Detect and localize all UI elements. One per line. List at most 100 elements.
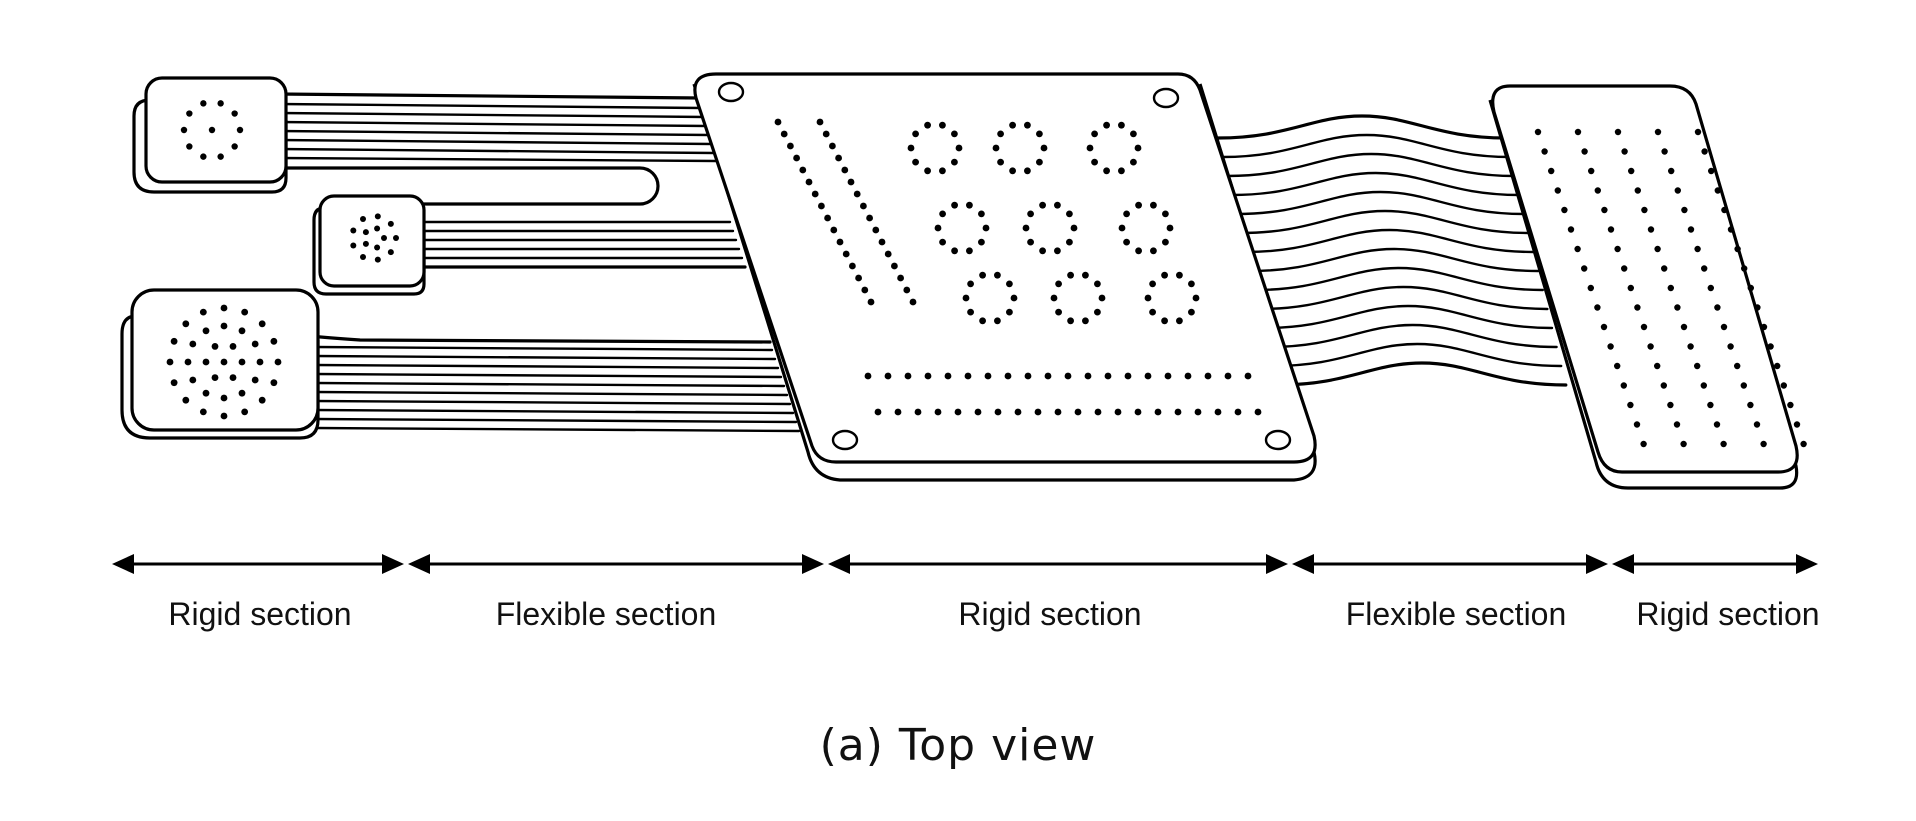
via-dot xyxy=(270,337,278,345)
via-dot xyxy=(1103,121,1110,129)
via-dot xyxy=(829,142,836,150)
via-dot xyxy=(1787,401,1794,409)
via-dot xyxy=(1661,148,1668,155)
left-flexible-section xyxy=(276,92,801,433)
via-dot xyxy=(362,229,369,236)
via-dot xyxy=(258,320,266,328)
via-dot xyxy=(780,130,788,138)
via-dot xyxy=(1760,440,1767,448)
via-dot xyxy=(220,304,228,312)
via-dot xyxy=(1010,294,1018,302)
via-dot xyxy=(1627,401,1634,409)
via-dot xyxy=(1707,284,1715,292)
arrowhead-right xyxy=(382,554,404,574)
via-dot xyxy=(1006,308,1013,316)
section-label-flexible-1: Flexible section xyxy=(496,596,717,632)
arrowhead-right xyxy=(1586,554,1608,574)
via-dot xyxy=(231,143,238,150)
via-dot xyxy=(951,130,958,138)
via-dot xyxy=(1094,280,1101,288)
via-dot xyxy=(849,262,856,270)
via-dot xyxy=(939,238,946,246)
via-dot xyxy=(1114,408,1122,416)
via-dot xyxy=(924,167,931,175)
via-dot xyxy=(1104,372,1112,380)
via-dot xyxy=(1607,226,1615,233)
via-dot xyxy=(1176,317,1183,325)
via-dot xyxy=(860,202,867,210)
via-dot xyxy=(1753,421,1761,428)
via-dot xyxy=(1130,130,1137,138)
flex-trace-wavy xyxy=(1272,342,1563,368)
via-dot xyxy=(1747,401,1754,409)
via-dot xyxy=(374,256,381,263)
via-dot xyxy=(974,408,982,416)
via-dot xyxy=(200,100,207,107)
via-dot xyxy=(1050,294,1058,302)
via-dot xyxy=(1800,440,1807,448)
section-dimension-arrows xyxy=(112,554,1818,574)
via-dot xyxy=(992,144,1000,152)
via-dot xyxy=(1654,245,1661,253)
via-dot xyxy=(912,158,919,166)
via-dot xyxy=(231,110,238,117)
via-dot xyxy=(944,372,952,380)
via-dot xyxy=(967,280,974,288)
via-dot xyxy=(208,126,216,134)
via-dot xyxy=(229,343,237,350)
via-dot xyxy=(1134,408,1142,416)
via-dot xyxy=(1098,294,1106,302)
via-dot xyxy=(811,190,819,198)
flex-traces-bottom xyxy=(308,334,801,433)
via-dot xyxy=(1680,323,1688,331)
via-dot xyxy=(374,225,381,232)
via-dot xyxy=(891,262,898,270)
via-dot xyxy=(229,374,237,381)
via-dot xyxy=(170,379,178,387)
via-dot xyxy=(1036,158,1043,166)
via-dot xyxy=(1034,408,1042,416)
via-dot xyxy=(374,244,381,251)
via-dot xyxy=(189,340,197,348)
via-dot xyxy=(1130,158,1137,166)
via-dot xyxy=(1144,372,1152,380)
via-dot xyxy=(1721,206,1728,214)
pad-contact-array xyxy=(166,304,282,420)
via-dot xyxy=(907,144,915,152)
via-dot xyxy=(1054,201,1061,209)
arrowhead-left xyxy=(112,554,134,574)
via-dot xyxy=(1086,144,1094,152)
flex-trace-wavy xyxy=(1239,209,1531,235)
via-dot xyxy=(897,274,904,282)
via-dot xyxy=(903,286,911,294)
via-dot xyxy=(166,358,174,366)
flex-trace-wavy xyxy=(1258,285,1549,311)
via-dot xyxy=(1149,280,1156,288)
via-dot xyxy=(878,238,886,246)
via-dot xyxy=(170,337,178,345)
via-dot xyxy=(966,247,973,255)
via-dot xyxy=(1194,408,1202,416)
via-dot xyxy=(909,298,917,306)
via-dot xyxy=(1074,408,1082,416)
via-dot xyxy=(251,340,259,348)
via-dot xyxy=(951,201,958,209)
via-dot xyxy=(1700,382,1708,389)
via-dot xyxy=(1727,226,1735,233)
via-dot xyxy=(1192,294,1200,302)
via-dot xyxy=(842,250,850,258)
via-dot xyxy=(904,372,912,380)
via-dot xyxy=(1720,440,1727,448)
mounting-hole xyxy=(1264,429,1292,451)
via-dot xyxy=(200,153,207,160)
via-dot xyxy=(211,374,219,381)
via-dot xyxy=(1548,167,1555,175)
via-dot xyxy=(1694,362,1701,370)
via-dot xyxy=(934,224,942,232)
via-dot xyxy=(1067,317,1074,325)
flex-trace-wavy xyxy=(1262,304,1554,330)
via-dot xyxy=(793,154,800,162)
via-dot xyxy=(1150,247,1157,255)
via-dot xyxy=(1594,187,1602,194)
via-dot xyxy=(1070,224,1078,232)
